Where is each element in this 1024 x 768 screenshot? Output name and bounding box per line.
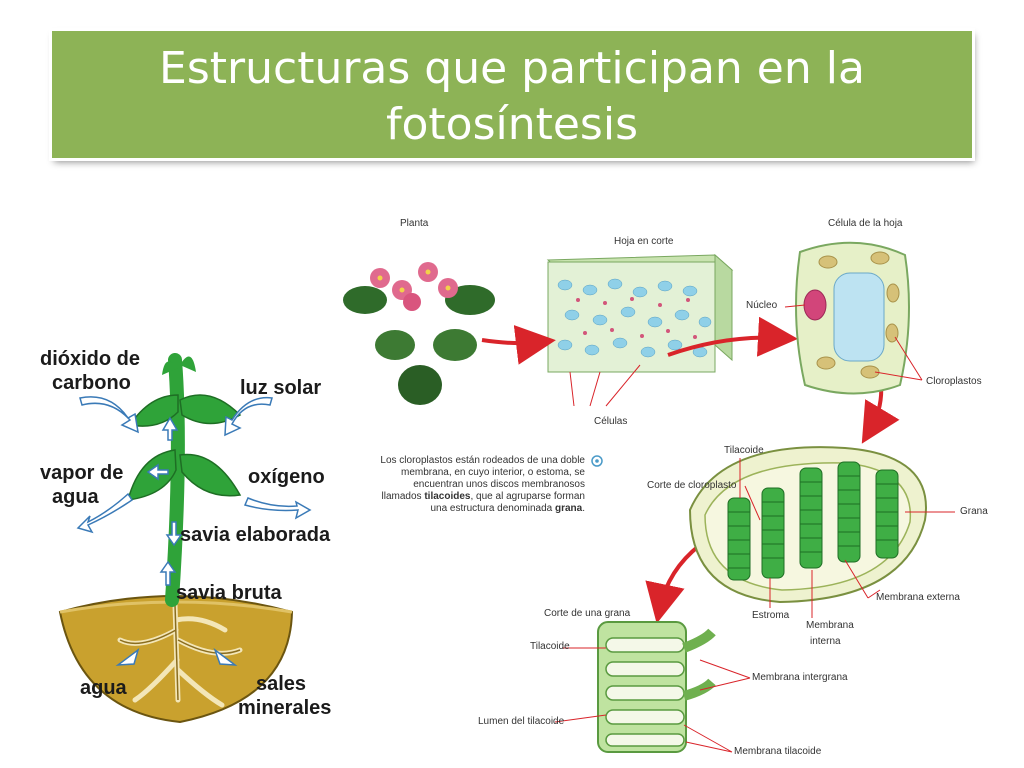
description-bold-thylakoids: tilacoides [424,491,471,502]
description-part1: Los cloroplastos están rodeados de una d… [380,455,585,502]
leaf [162,361,178,375]
chloroplast-figure [343,241,955,753]
label-vapor-line1: vapor de [40,462,124,484]
label-chloroplasts: Cloroplastos [926,376,982,387]
granum-section [597,621,716,753]
flow-arrows [76,396,312,666]
title-banner: Estructuras que participan en la fotosín… [52,31,972,158]
label-oxygen: oxígeno [248,466,325,488]
label-light: luz solar [240,377,322,399]
leaf-cell [795,241,910,395]
plant-illustration [58,353,312,724]
description-part3: . [582,503,585,514]
label-minerals-line1: sales [256,673,307,695]
violet-plant [343,262,495,405]
label-vapor-line2: agua [52,486,99,508]
leaf [179,394,242,425]
description-part2: , que al agruparse forman una estructura… [430,491,585,514]
label-thylakoid-lumen: Lumen del tilacoide [478,716,565,727]
label-thylakoid-membrane: Membrana tilacoide [734,746,822,757]
description-bold-grana: grana [554,503,583,514]
label-leaf-section: Hoja en corte [614,236,674,247]
label-chloroplast-section: Corte de cloroplasto [647,480,737,491]
leaf-section-block [546,253,734,373]
label-cells: Células [594,416,628,427]
label-grana: Grana [960,506,988,517]
label-water: agua [80,677,127,699]
label-plant: Planta [400,218,429,229]
leader-lines [554,304,955,753]
label-nucleus: Núcleo [746,300,778,311]
slide-title: Estructuras que participan en la fotosín… [159,43,865,150]
leaf [179,453,242,497]
label-raw-sap: savia bruta [176,582,282,604]
leaf [180,356,196,372]
label-inner-membrane-line2: interna [810,636,841,647]
label-outer-membrane: Membrana externa [876,592,960,603]
label-leaf-cell: Célula de la hoja [828,218,903,229]
plant-stem [165,353,185,607]
label-stroma: Estroma [752,610,790,621]
label-inner-membrane-line1: Membrana [806,620,854,631]
label-granum-section: Corte de una grana [544,608,631,619]
label-minerals-line2: minerales [238,697,332,719]
label-thylakoid-top: Tilacoide [724,445,764,456]
label-co2-line2: carbono [52,372,131,394]
label-elaborated-sap: savia elaborada [180,524,331,546]
label-intergrana-membrane: Membrana intergrana [752,672,848,683]
label-co2-line1: dióxido de [40,348,140,370]
label-thylakoid-bottom: Tilacoide [530,641,570,652]
chloroplast-section [688,446,927,604]
chloroplast-description: Los cloroplastos están rodeados de una d… [380,455,585,515]
